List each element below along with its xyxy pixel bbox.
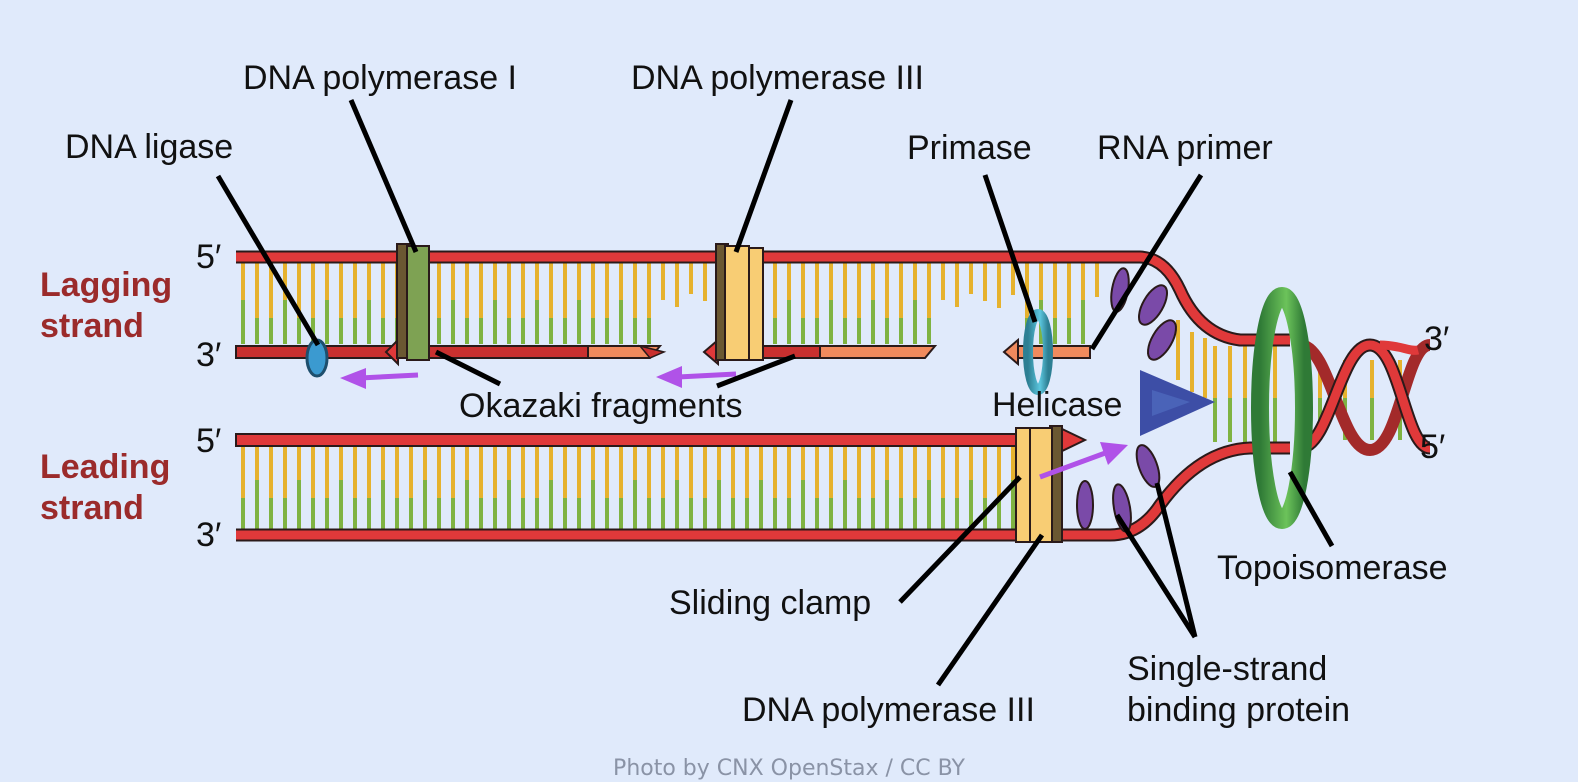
- end-label-lagging-bottom: 3′: [196, 336, 221, 374]
- helicase: [1140, 370, 1215, 436]
- end-label-lagging-top: 5′: [196, 238, 221, 276]
- label-dna-polymerase-i: DNA polymerase I: [243, 59, 517, 97]
- lagging-new-fragments: [235, 337, 1091, 367]
- lagging-strand-label-line1: Lagging: [40, 266, 172, 304]
- dna-polymerase-iii-lagging: [715, 243, 764, 361]
- leading-strand-label-line1: Leading: [40, 448, 170, 486]
- label-dna-polymerase-iii-bottom: DNA polymerase III: [742, 691, 1035, 729]
- dna-polymerase-iii-leading: [1015, 425, 1063, 543]
- lagging-direction-arrow-2: [656, 366, 737, 388]
- label-okazaki-fragments: Okazaki fragments: [459, 387, 742, 425]
- label-dna-ligase: DNA ligase: [65, 128, 233, 166]
- direction-arrows: [340, 366, 1128, 480]
- leading-strand-label-line2: strand: [40, 489, 144, 527]
- topoisomerase: [1251, 287, 1313, 529]
- parent-double-helix: [1298, 338, 1432, 457]
- dna-polymerase-i: [396, 243, 430, 361]
- primase: [1023, 309, 1053, 395]
- end-label-parent-bottom: 5′: [1420, 428, 1445, 466]
- label-primase: Primase: [907, 129, 1032, 167]
- label-rna-primer: RNA primer: [1097, 129, 1273, 167]
- end-label-leading-top: 5′: [196, 422, 221, 460]
- photo-credit: Photo by CNX OpenStax / CC BY: [613, 756, 965, 781]
- leader-lines: [215, 99, 1335, 687]
- label-ssb-line1: Single-strand: [1127, 650, 1327, 688]
- lagging-template-backbone: [236, 250, 1290, 347]
- label-ssb-line2: binding protein: [1127, 691, 1350, 729]
- lagging-direction-arrow-1: [340, 368, 419, 389]
- label-dna-polymerase-iii-top: DNA polymerase III: [631, 59, 924, 97]
- end-label-parent-top: 3′: [1424, 320, 1449, 358]
- single-strand-binding-proteins: [1076, 267, 1177, 533]
- fork-single-strand-bases: [1176, 320, 1207, 398]
- lagging-strand-bases: [241, 262, 1099, 344]
- leading-new-backbone: [235, 426, 1088, 454]
- end-label-leading-bottom: 3′: [196, 516, 221, 554]
- label-sliding-clamp: Sliding clamp: [669, 584, 871, 622]
- leading-direction-arrow: [1039, 442, 1128, 480]
- label-topoisomerase: Topoisomerase: [1217, 549, 1448, 587]
- leading-strand-bases: [241, 446, 1015, 530]
- label-helicase: Helicase: [992, 386, 1122, 424]
- lagging-strand-label-line2: strand: [40, 307, 144, 345]
